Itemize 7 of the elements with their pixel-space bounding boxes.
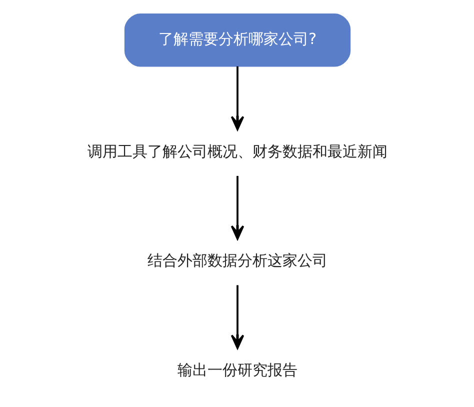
- node-text: 输出一份研究报告: [177, 360, 297, 378]
- node-text: 调用工具了解公司概况、财务数据和最近新闻: [87, 142, 387, 160]
- node-text: 结合外部数据分析这家公司: [147, 251, 327, 270]
- node-box: 了解需要分析哪家公司?: [124, 12, 350, 66]
- arrow: [230, 66, 244, 130]
- arrow: [230, 175, 244, 240]
- arrow: [230, 284, 244, 349]
